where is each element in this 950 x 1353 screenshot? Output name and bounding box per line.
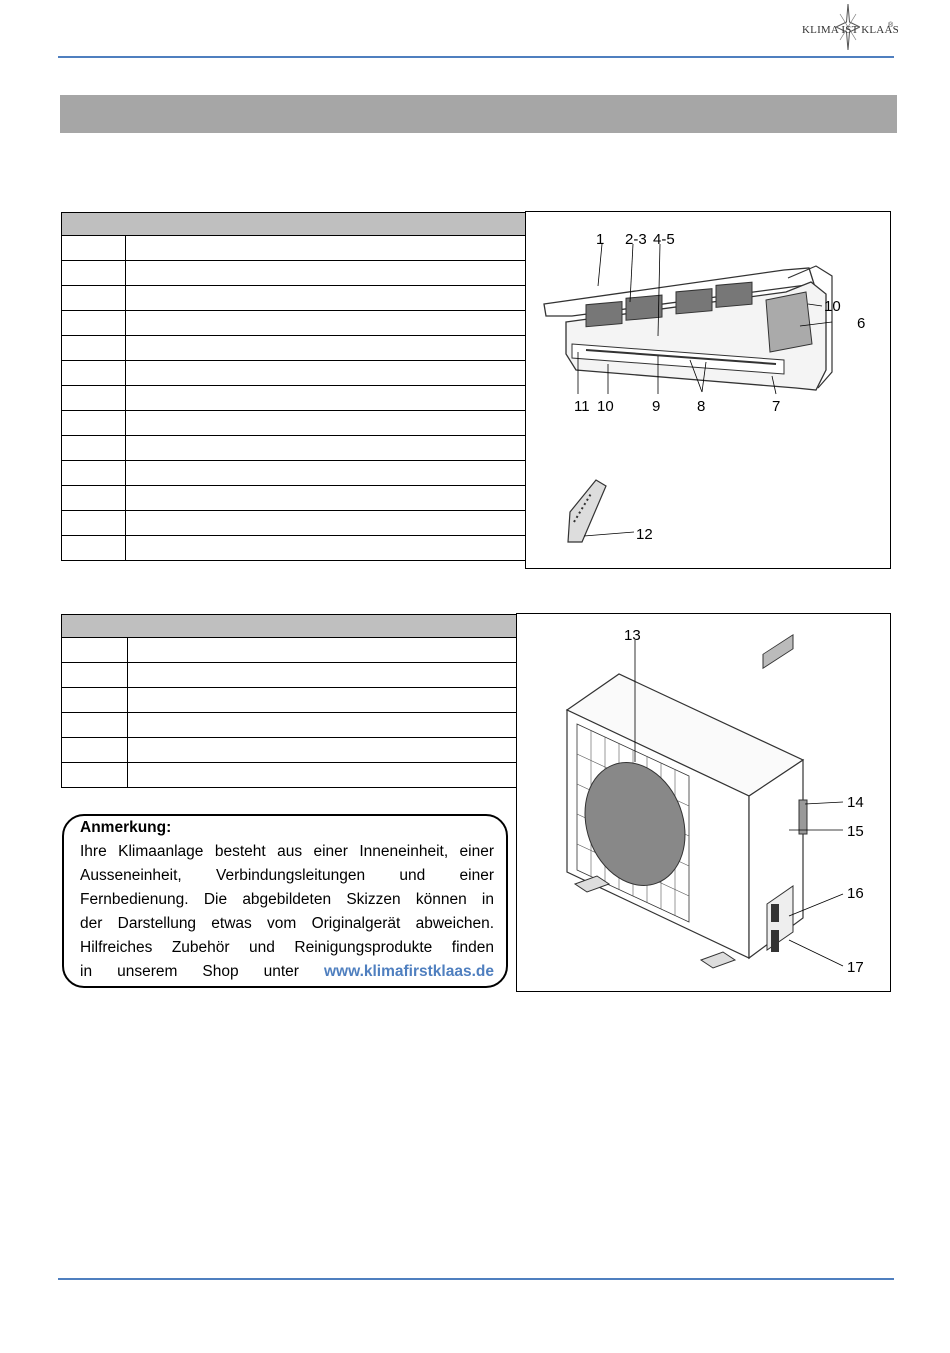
outdoor-table-row [61,637,517,663]
indoor-table-row [61,285,526,311]
indoor-table-number-cell [61,510,126,536]
indoor-table-number-cell [61,310,126,336]
callout-8: 8 [697,398,705,415]
callout-14: 14 [847,794,864,811]
registered-mark: ® [888,22,894,29]
outdoor-table-description-cell [127,762,517,788]
shop-link[interactable]: www.klimafirstklaas.de [323,963,494,980]
callout-7: 7 [772,398,780,415]
indoor-table-number-cell [61,485,126,511]
indoor-table-number-cell [61,410,126,436]
outdoor-table-number-cell [61,637,128,663]
indoor-table-number-cell [61,460,126,486]
callout-4-5: 4-5 [653,231,675,248]
indoor-table-header [61,212,526,236]
indoor-table-description-cell [125,285,526,311]
note-line-6-text: in unserem Shop unter [80,963,299,980]
outdoor-table-row [61,662,517,688]
indoor-table-row [61,335,526,361]
callout-10-bottom: 10 [597,398,614,415]
header-rule [58,56,894,58]
outdoor-table-description-cell [127,662,517,688]
callout-6: 6 [857,315,865,332]
indoor-unit-illustration: 1 2-3 4-5 10 6 11 10 9 8 7 12 [525,211,891,569]
note-line-5: Hilfreiches Zubehör und Reinigungsproduk… [80,939,494,956]
outdoor-table-number-cell [61,762,128,788]
callout-1: 1 [596,231,604,248]
indoor-table-row [61,235,526,261]
indoor-table-number-cell [61,285,126,311]
outdoor-table-description-cell [127,712,517,738]
callout-16: 16 [847,885,864,902]
indoor-table-description-cell [125,360,526,386]
outdoor-unit-illustration: 13 14 15 16 17 [516,613,891,992]
outdoor-table-number-cell [61,737,128,763]
indoor-table-row [61,360,526,386]
indoor-table-description-cell [125,435,526,461]
footer-rule [58,1278,894,1280]
outdoor-table-row [61,687,517,713]
indoor-table-description-cell [125,310,526,336]
note-line-1: Ihre Klimaanlage besteht aus einer Innen… [80,843,494,860]
indoor-table-row [61,485,526,511]
indoor-table-number-cell [61,235,126,261]
outdoor-table-row [61,737,517,763]
note-line-4: der Darstellung etwas vom Originalgerät … [80,915,494,932]
indoor-table-row [61,435,526,461]
indoor-parts-table [61,212,526,561]
outdoor-table-number-cell [61,687,128,713]
brand-name: KLIMA IST KLAAS [802,24,899,36]
indoor-table-number-cell [61,435,126,461]
indoor-table-description-cell [125,385,526,411]
note-line-2: Ausseneinheit, Verbindungsleitungen und … [80,867,494,884]
callout-13: 13 [624,627,641,644]
indoor-table-row [61,385,526,411]
callout-17: 17 [847,959,864,976]
indoor-table-description-cell [125,460,526,486]
note-line-6: in unserem Shop unter www.klimafirstklaa… [80,960,494,984]
note-title: Anmerkung: [80,819,172,836]
indoor-table-number-cell [61,385,126,411]
callout-10-top: 10 [824,298,841,315]
indoor-table-row [61,535,526,561]
outdoor-table-header [61,614,517,638]
note-box: Anmerkung: Ihre Klimaanlage besteht aus … [62,814,508,988]
indoor-table-number-cell [61,260,126,286]
callout-12: 12 [636,526,653,543]
indoor-table-row [61,510,526,536]
callout-11: 11 [574,398,590,415]
indoor-table-row [61,460,526,486]
section-title-bar [60,95,897,133]
indoor-table-description-cell [125,485,526,511]
brand-logo: KLIMA IST KLAAS ® [800,4,899,54]
star-logo-icon [836,4,860,50]
indoor-table-description-cell [125,260,526,286]
outdoor-table-row [61,762,517,788]
outdoor-table-description-cell [127,687,517,713]
indoor-table-number-cell [61,535,126,561]
indoor-table-description-cell [125,510,526,536]
indoor-table-number-cell [61,360,126,386]
callout-15: 15 [847,823,864,840]
callout-9: 9 [652,398,660,415]
indoor-table-description-cell [125,335,526,361]
outdoor-table-description-cell [127,737,517,763]
note-line-3: Fernbedienung. Die abgebildeten Skizzen … [80,891,494,908]
outdoor-table-row [61,712,517,738]
outdoor-table-description-cell [127,637,517,663]
indoor-table-description-cell [125,410,526,436]
indoor-table-description-cell [125,235,526,261]
indoor-table-row [61,310,526,336]
indoor-table-description-cell [125,535,526,561]
indoor-table-row [61,260,526,286]
indoor-table-row [61,410,526,436]
callout-2-3: 2-3 [625,231,647,248]
outdoor-table-number-cell [61,712,128,738]
outdoor-table-number-cell [61,662,128,688]
outdoor-parts-table [61,614,517,788]
indoor-table-number-cell [61,335,126,361]
